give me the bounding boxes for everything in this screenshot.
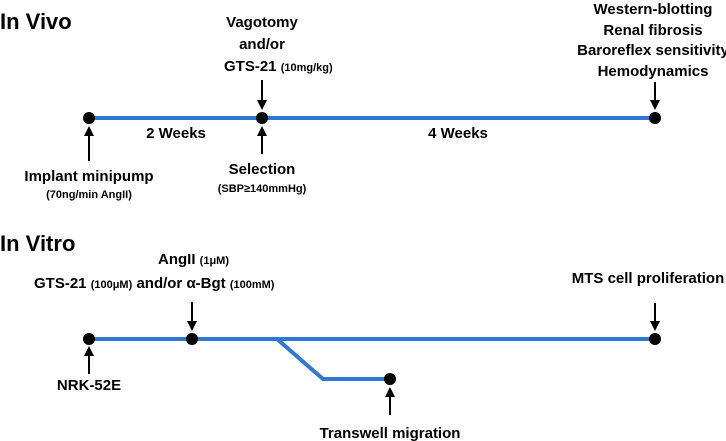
in-vitro-title: In Vitro <box>0 231 75 256</box>
in-vivo-interval-4-weeks: 4 Weeks <box>428 125 488 142</box>
nrk-52e-label: NRK-52E <box>57 377 121 394</box>
in-vitro-mid-marker <box>186 333 198 345</box>
in-vitro-end-marker <box>649 333 661 345</box>
implant-minipump-label: Implant minipump <box>24 168 153 185</box>
selection-criterion: (SBP≥140mmHg) <box>218 183 307 195</box>
in-vivo-start-marker <box>83 112 95 124</box>
angii-label: AngII (1μM) <box>158 251 229 268</box>
mts-cell-proliferation-label: MTS cell proliferation <box>572 270 725 287</box>
in-vivo-interval-2-weeks: 2 Weeks <box>146 125 206 142</box>
western-blotting-label: Western-blotting <box>594 1 713 18</box>
gts-21-label: GTS-21 (10mg/kg) <box>224 58 333 75</box>
renal-fibrosis-label: Renal fibrosis <box>603 22 702 39</box>
in-vivo-mid-marker <box>256 112 268 124</box>
in-vivo-end-marker <box>649 112 661 124</box>
and-or-label: and/or <box>239 36 285 53</box>
hemodynamics-label: Hemodynamics <box>598 63 709 80</box>
in-vitro-branch-marker <box>384 373 396 385</box>
gts-21-bgt-label: GTS-21 (100μM) and/or α-Bgt (100mM) <box>34 275 275 292</box>
in-vitro-start-marker <box>83 333 95 345</box>
in-vitro-branch-line <box>275 337 390 381</box>
in-vivo-title: In Vivo <box>0 9 72 34</box>
selection-label: Selection <box>229 161 296 178</box>
baroreflex-sensitivity-label: Baroreflex sensitivity <box>577 42 726 59</box>
vagotomy-label: Vagotomy <box>226 14 298 31</box>
transwell-migration-label: Transwell migration <box>320 425 461 441</box>
implant-minipump-dose: (70ng/min AngII) <box>46 189 132 201</box>
